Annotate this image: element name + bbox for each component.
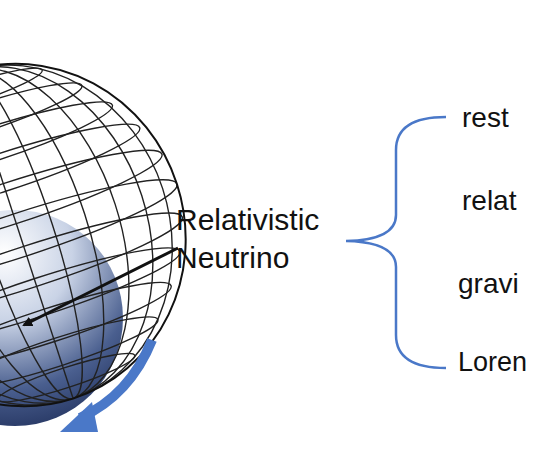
callout-label: Relativistic Neutrino (176, 201, 346, 276)
rotation-arrow-head (60, 402, 98, 432)
pointer-arrow (24, 248, 178, 325)
list-item: rest (462, 100, 509, 135)
list-item: relat (462, 183, 516, 218)
list-item: gravi (458, 266, 519, 301)
curly-brace (346, 117, 446, 368)
list-item: Loren (458, 346, 527, 380)
